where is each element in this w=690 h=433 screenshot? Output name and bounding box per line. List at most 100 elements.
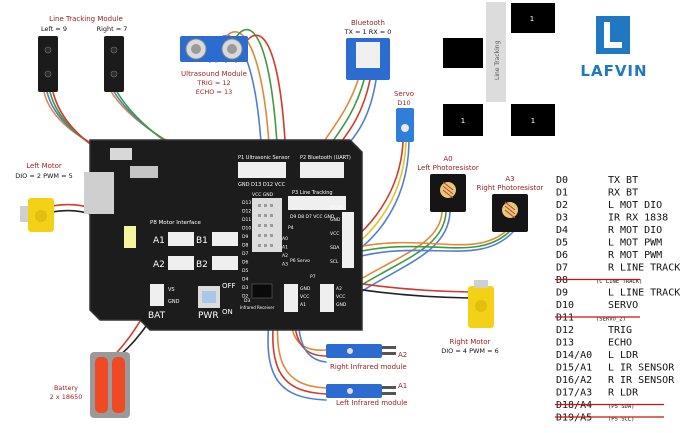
brand-name: LAFVIN [580, 62, 647, 80]
a2-terminal [168, 256, 194, 270]
pin-map-row: D0 TX BT [556, 175, 638, 186]
left-ldr-code: A0 [443, 155, 452, 163]
pin-map-pin: D15/A1 [556, 363, 592, 374]
line-tracking-title: Line Tracking Module [49, 15, 123, 23]
left-ir-title: Left Infrared module [336, 399, 407, 407]
logo-mark-icon [604, 22, 622, 48]
board-pin-label: D10 [242, 226, 251, 232]
pin-map-pin: D0 [556, 175, 568, 186]
right-line-sensor [104, 36, 124, 92]
left-photoresistor: A0 Left Photoresistor [417, 155, 479, 212]
right-ir-code: A2 [398, 351, 407, 359]
pin-map-pin: D4 [556, 225, 568, 236]
p2-label: P2 Bluetooth (UART) [300, 155, 351, 161]
p7-pin-label: GND [300, 286, 311, 292]
ir-receiver [251, 283, 273, 299]
bluetooth-title: Bluetooth [351, 19, 385, 27]
d3-label: D3 [244, 298, 250, 304]
pin-map-row: D17/A3 R LDR [556, 388, 639, 399]
right-photoresistor: A3 Right Photoresistor [477, 175, 544, 232]
pin-map-pin: D12 [556, 325, 574, 336]
p1-pins-label: GND D13 D12 VCC [238, 182, 286, 188]
pin-map-note: (P5 SDA) [608, 404, 635, 410]
bat-terminal [150, 284, 164, 306]
pin-map-row: D3 IR RX 1838 [556, 213, 668, 224]
line-strip-cell-value: 1 [461, 50, 465, 58]
pin-map-pin: D8 [556, 275, 568, 286]
p8-label: P8 Motor Interface [150, 220, 201, 226]
p4-pin-label: A2 [336, 286, 342, 292]
board-analog-label: A0 [282, 236, 288, 242]
line-strip-cell-value: 1 [530, 15, 534, 23]
servo: Servo D10 [394, 90, 414, 142]
pin-map-pin: D18/A4 [556, 400, 592, 411]
p4-pin-label: VCC [336, 294, 345, 300]
board-analog-label: A3 [282, 262, 288, 268]
b1-terminal [212, 232, 238, 246]
pin-map-pin: D10 [556, 300, 574, 311]
pin-map-pin: D2 [556, 200, 568, 211]
pin-map-pin: D6 [556, 250, 568, 261]
pin-map-desc: R LDR [608, 388, 639, 399]
p4-pin-label: GND [336, 302, 347, 308]
p4-header [320, 284, 334, 312]
pin-map-row: D8(C LINE TRACK) [555, 275, 642, 286]
p7-pin-label: VCC [300, 294, 309, 300]
board-pin-label: D9 [242, 234, 248, 240]
off-label: OFF [222, 282, 236, 290]
pin-map-desc: L LINE TRACK [608, 288, 680, 299]
pin-map-desc: TX BT [608, 175, 638, 186]
servo-pin: D10 [397, 99, 410, 107]
left-motor-pins: DIO = 2 PWM = 5 [15, 172, 73, 180]
pin-map-pin: D17/A3 [556, 388, 592, 399]
pin-map-pin: D7 [556, 263, 568, 274]
left-ldr-title: Left Photoresistor [417, 164, 479, 172]
a1-terminal [168, 232, 194, 246]
pin-map-pin: D9 [556, 288, 568, 299]
a2-label: A2 [153, 260, 165, 270]
board-pin-label: D3 [242, 285, 248, 291]
board-pin-label: D5 [242, 268, 248, 274]
pin-map-pin: D19/A5 [556, 413, 592, 424]
left-line-sensor [38, 36, 58, 92]
board-analog-label: A1 [282, 245, 288, 251]
ultrasound-echo: ECHO = 13 [196, 88, 233, 96]
left-ir-code: A1 [398, 382, 407, 390]
board-pin-label: D11 [242, 217, 251, 223]
battery: Battery 2 x 18650 [50, 352, 130, 418]
p1-label: P1 Ultrasonic Sensor [238, 155, 291, 161]
b2-terminal [212, 256, 238, 270]
usb-port [84, 172, 114, 214]
line-tracking-modules: Line Tracking Module Left = 9 Right = 7 [38, 15, 127, 92]
pin-map-desc: IR RX 1838 [608, 213, 668, 224]
line-tracking-left: Left = 9 [41, 25, 67, 33]
ultrasound-title: Ultrasound Module [181, 70, 247, 78]
p5-pin-label: VCC [330, 231, 339, 237]
pin-map-pin: D3 [556, 213, 568, 224]
ir-receiver-label: Infrared Receiver [240, 305, 275, 310]
line-tracking-right: Right = 7 [97, 25, 128, 33]
on-label: ON [222, 308, 233, 316]
pin-map-desc: R IR SENSOR [608, 375, 675, 386]
board-pin-label: D8 [242, 243, 248, 249]
board-pin-label: D12 [242, 209, 251, 215]
p4-label: P4 [288, 225, 294, 231]
pin-map-pin: D1 [556, 188, 568, 199]
right-motor-pins: DIO = 4 PWM = 6 [441, 347, 499, 355]
right-ldr-title: Right Photoresistor [477, 184, 544, 192]
right-ir-title: Right Infrared module [330, 363, 407, 371]
board-pin-label: D6 [242, 260, 248, 266]
ultrasound-trig: TRIG = 12 [196, 79, 230, 87]
vs-label: VS [168, 287, 175, 293]
pin-map-desc: L MOT DIO [608, 200, 662, 211]
pin-map-row: D2 L MOT DIO [556, 200, 662, 211]
